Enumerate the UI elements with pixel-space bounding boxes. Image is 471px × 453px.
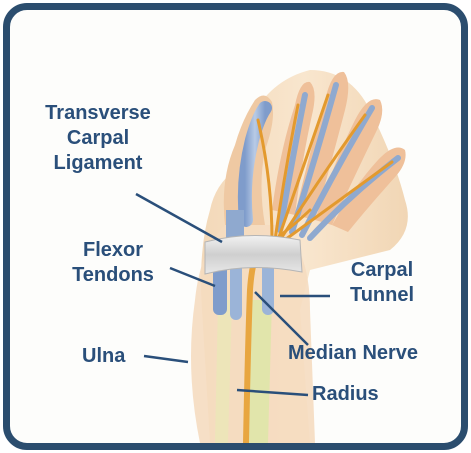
label-flexor-tendons: Flexor Tendons [58,238,168,288]
label-radius: Radius [312,382,379,407]
label-median-nerve: Median Nerve [288,341,418,366]
leader-ulna [144,356,188,362]
hand-wrist-illustration [10,10,461,443]
label-ulna: Ulna [82,344,125,369]
label-transverse-carpal-ligament: Transverse Carpal Ligament [28,101,168,176]
label-carpal-tunnel: Carpal Tunnel [332,258,432,308]
diagram-frame: Transverse Carpal Ligament Flexor Tendon… [3,3,468,450]
